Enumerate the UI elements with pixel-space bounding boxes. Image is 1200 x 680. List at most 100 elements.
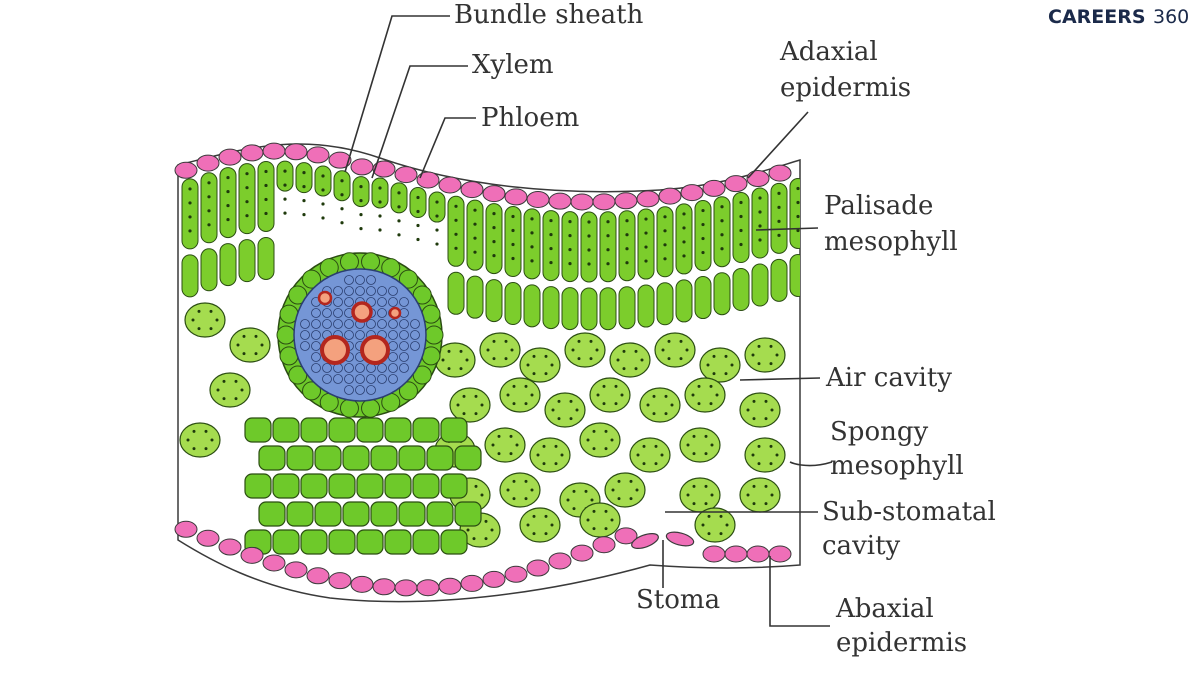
chloroplast: [491, 443, 495, 447]
compact-cell: [314, 445, 342, 471]
chloroplast: [654, 444, 658, 448]
chloroplast: [596, 393, 600, 397]
chloroplast: [473, 208, 477, 212]
palisade-cell: [542, 210, 560, 282]
chloroplast: [796, 200, 800, 205]
chloroplast: [260, 343, 264, 347]
chloroplast: [435, 242, 439, 246]
compact-cell: [412, 529, 440, 555]
chloroplast: [207, 223, 211, 227]
chloroplast: [209, 327, 213, 331]
epidermis-cell: [350, 158, 374, 176]
chloroplast: [663, 257, 667, 261]
chloroplast: [550, 523, 554, 527]
chloroplast: [302, 213, 306, 217]
compact-cell: [384, 529, 412, 555]
chloroplast: [604, 527, 608, 531]
vascular-cell: [333, 308, 343, 318]
compact-cell: [300, 473, 328, 499]
chloroplast: [549, 232, 553, 237]
chloroplast: [302, 199, 306, 203]
chloroplast: [497, 452, 501, 456]
spongy-cell: [744, 437, 786, 473]
chloroplast: [746, 408, 750, 412]
chloroplast: [682, 254, 686, 258]
chloroplast: [497, 434, 501, 438]
leaf-body: [174, 142, 801, 603]
vascular-cell: [355, 275, 365, 285]
chloroplast: [589, 357, 593, 361]
chloroplast: [204, 447, 208, 451]
chloroplast: [664, 394, 668, 398]
leader-air-cavity: [739, 377, 821, 381]
vascular-cell: [344, 330, 354, 340]
chloroplast: [739, 214, 743, 219]
chloroplast: [636, 453, 640, 457]
chloroplast: [777, 219, 781, 223]
label-substomatal-line2: cavity: [822, 531, 901, 561]
vascular-cell: [388, 363, 398, 373]
spongy-mesophyll-cells: [179, 302, 786, 548]
epidermis-cell: [746, 545, 770, 563]
epidermis-cell: [460, 181, 484, 199]
compact-cell: [384, 417, 412, 443]
chloroplast: [506, 488, 510, 492]
chloroplast: [796, 186, 800, 191]
guard-cell: [665, 531, 695, 547]
chloroplast: [595, 348, 599, 352]
chloroplast: [625, 261, 629, 265]
labels: Bundle sheath Xylem Phloem Adaxial epide…: [454, 0, 996, 658]
chloroplast: [661, 348, 665, 352]
spongy-cell: [654, 332, 696, 368]
chloroplast: [544, 354, 548, 358]
palisade-cell: [257, 236, 275, 280]
vascular-cell: [355, 286, 365, 296]
epidermis-cell: [306, 567, 330, 585]
chloroplast: [701, 222, 705, 227]
compact-cell: [356, 473, 384, 499]
spongy-cell: [629, 437, 671, 473]
epidermis-cell: [548, 192, 572, 210]
chloroplast: [524, 479, 528, 483]
chloroplast: [192, 447, 196, 451]
chloroplast: [186, 438, 190, 442]
chloroplast: [577, 357, 581, 361]
epidermis-cell: [174, 520, 198, 538]
chloroplast: [709, 384, 713, 388]
chloroplast: [697, 402, 701, 406]
chloroplast: [739, 242, 743, 247]
chloroplast: [544, 514, 548, 518]
chloroplast: [752, 399, 756, 403]
label-substomatal-line1: Sub-stomatal: [822, 497, 996, 527]
chloroplast: [587, 220, 591, 224]
epidermis-cell: [240, 144, 264, 162]
chloroplast: [191, 318, 195, 322]
vascular-cell: [366, 286, 376, 296]
chloroplast: [644, 259, 648, 263]
label-xylem: Xylem: [472, 50, 554, 80]
chloroplast: [568, 248, 572, 252]
chloroplast: [667, 339, 671, 343]
chloroplast: [758, 238, 762, 242]
vascular-cell: [311, 341, 321, 351]
vascular-cell: [377, 297, 387, 307]
chloroplast: [490, 528, 494, 532]
spongy-cell: [609, 342, 651, 378]
vascular-cell: [410, 319, 420, 329]
palisade-cell: [542, 286, 560, 330]
compact-cell: [342, 501, 370, 527]
chloroplast: [568, 220, 572, 224]
chloroplast: [622, 367, 626, 371]
vascular-cell: [388, 374, 398, 384]
chloroplast: [667, 357, 671, 361]
bundle-sheath-cell: [398, 269, 418, 289]
epidermis-cell: [438, 577, 462, 595]
bundle-sheath-cell: [302, 381, 322, 401]
epidermis-cell: [284, 143, 308, 161]
palisade-cell: [466, 199, 484, 271]
compact-cell: [328, 417, 356, 443]
chloroplast: [557, 399, 561, 403]
chloroplast: [710, 493, 714, 497]
chloroplast: [506, 393, 510, 397]
chloroplast: [629, 479, 633, 483]
